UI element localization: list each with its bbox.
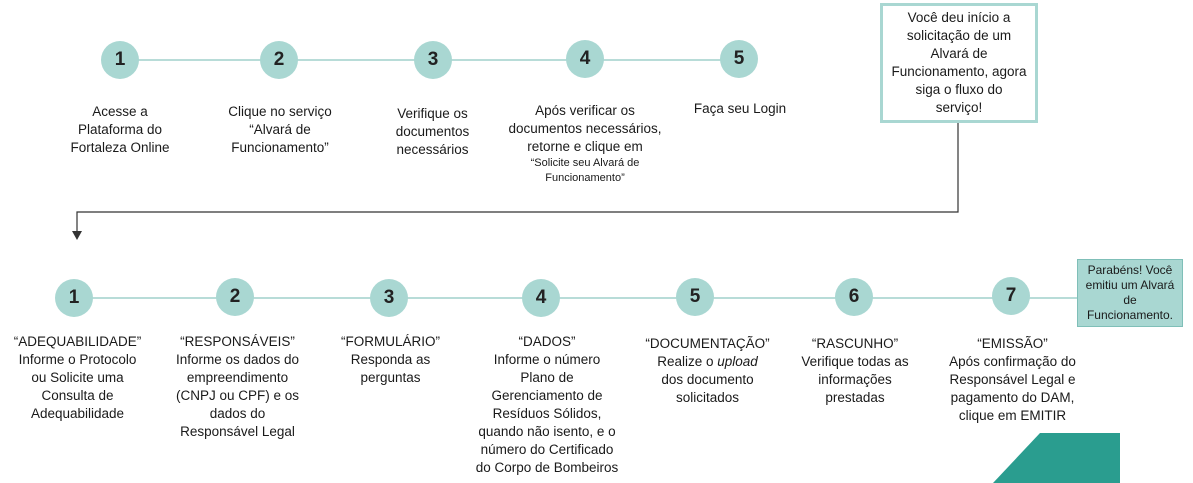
- row2-step4-circle: 4: [522, 279, 560, 317]
- start-callout-text: Você deu início a solicitação de um Alva…: [891, 10, 1027, 115]
- row2-step7-text: “EMISSÃO” Após confirmação do Responsáve…: [949, 336, 1076, 423]
- arrow-head-icon: [72, 231, 82, 240]
- row2-step5-circle: 5: [676, 278, 714, 316]
- row2-step2-circle: 2: [216, 278, 254, 316]
- row1-step1-text: Acesse a Plataforma do Fortaleza Online: [70, 104, 170, 155]
- row1-step5-text: Faça seu Login: [693, 101, 787, 116]
- row2-step7-circle: 7: [992, 277, 1030, 315]
- row1-step1-circle: 1: [101, 41, 139, 79]
- row2-step6-text: “RASCUNHO” Verifique todas as informaçõe…: [801, 336, 909, 405]
- row2-timeline-line: [74, 297, 1079, 299]
- row1-step2-text: Clique no serviço “Alvará de Funcionamen…: [228, 104, 332, 155]
- success-badge-text: Parabéns! Você emitiu um Alvará de Funci…: [1085, 263, 1175, 322]
- row1-step5-circle: 5: [720, 40, 758, 78]
- teal-corner-shape: [993, 433, 1120, 483]
- row1-step4-text: Após verificar os documentos necessários…: [508, 103, 662, 184]
- row1-step4-circle: 4: [566, 40, 604, 78]
- row2-step2-text: “RESPONSÁVEIS” Informe os dados do empre…: [175, 334, 300, 439]
- row2-step1-circle: 1: [55, 279, 93, 317]
- row1-step3-text: Verifique os documentos necessários: [395, 106, 470, 157]
- success-badge: Parabéns! Você emitiu um Alvará de Funci…: [1077, 259, 1183, 327]
- row2-step4-text: “DADOS” Informe o número Plano de Gerenc…: [475, 334, 619, 475]
- row2-step3-text: “FORMULÁRIO” Responda as perguntas: [341, 334, 440, 385]
- row2-step1-text: “ADEQUABILIDADE” Informe o Protocolo ou …: [13, 334, 142, 421]
- row2-step5-text: “DOCUMENTAÇÃO” Realize o upload dos docu…: [645, 336, 770, 405]
- row2-step3-circle: 3: [370, 279, 408, 317]
- row1-step2-circle: 2: [260, 41, 298, 79]
- row1-step3-circle: 3: [414, 41, 452, 79]
- start-callout-box: Você deu início a solicitação de um Alva…: [880, 3, 1038, 123]
- row2-step6-circle: 6: [835, 278, 873, 316]
